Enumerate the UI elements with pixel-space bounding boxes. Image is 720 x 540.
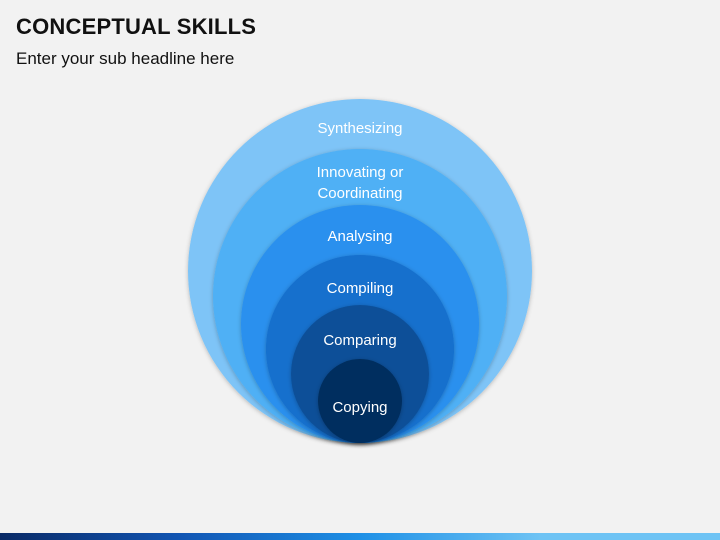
label-comparing: Comparing: [323, 332, 397, 349]
label-copying: Copying: [332, 399, 388, 416]
label-synthesizing: Synthesizing: [317, 120, 403, 137]
slide-subtitle: Enter your sub headline here: [16, 49, 235, 68]
label-innovating-coordinating: Innovating or Coordinating: [316, 164, 404, 202]
label-analysing: Analysing: [327, 228, 393, 245]
label-compiling: Compiling: [326, 280, 394, 297]
circle-copying: [318, 359, 402, 443]
footer-color-bar: [0, 533, 720, 540]
slide-title: CONCEPTUAL SKILLS: [16, 14, 257, 39]
footer-segment: [540, 533, 720, 540]
footer-segment: [180, 533, 360, 540]
footer-segment: [360, 533, 540, 540]
footer-segment: [0, 533, 180, 540]
